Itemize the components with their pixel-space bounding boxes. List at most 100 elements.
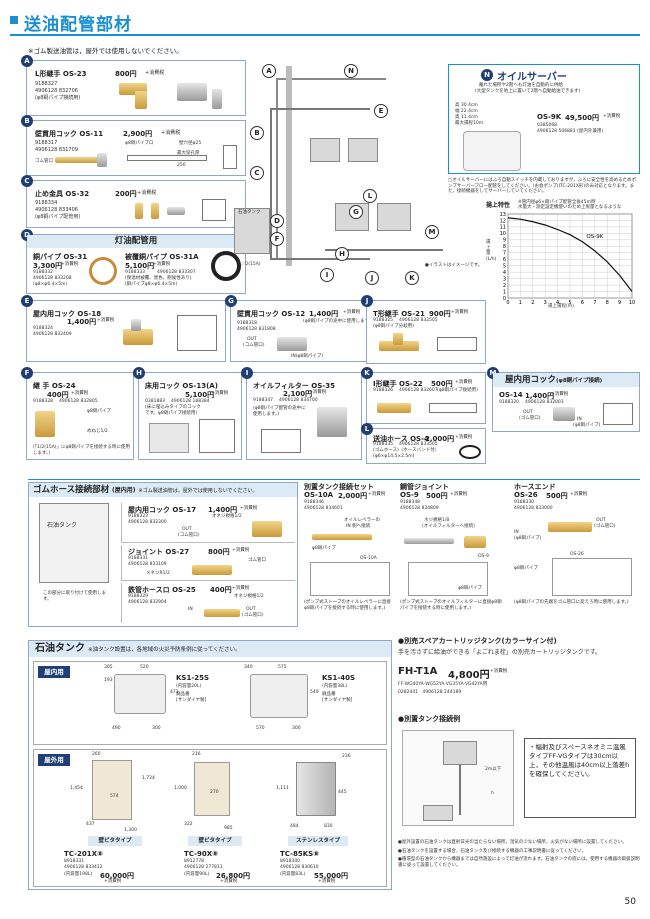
joint-code2: 4906128 834809	[400, 506, 439, 511]
outdoor-2-cap: (内容量83L)	[280, 872, 306, 877]
sep-set-callout: OS-10A	[360, 556, 377, 561]
clamp-drawing	[202, 199, 226, 221]
hose-section-header-bg: ゴムホース接続部材 (屋内用) ※ゴム製送油管は，屋外では使用しないでください。	[29, 483, 297, 497]
item-f-code2: 4906128 832805	[59, 399, 98, 404]
item-n-dim-2: 奥 11.4cm	[455, 115, 478, 120]
example-label-2m: 2m以下	[485, 767, 502, 772]
joint-image	[464, 536, 486, 548]
outdoor-2-tax: +消費税	[318, 879, 336, 884]
item-n-card: N オイルサーバー 離れた場所や2階へも灯油を自動的に供給 (大型タンクを地上に…	[448, 64, 640, 174]
hose-end-name: OS-26	[514, 491, 538, 499]
item-c-code2: 4906128 833406	[35, 207, 78, 213]
hose-cock-image	[252, 521, 282, 537]
wall-cock-g-image	[277, 337, 307, 351]
indoor-1-name: KS1-40S	[322, 674, 356, 682]
item-g-name: 壁貫用コック OS-12	[237, 310, 306, 318]
chart-ytick-12: 12	[500, 218, 506, 224]
note-1: ●石油タンクを設置する場合，石油タンク及び接続する機器の工事説明書に従ってくださ…	[398, 848, 587, 854]
item-c-note: (φ8銅パイプ配管用)	[35, 214, 81, 220]
item-g-out: OUT	[247, 337, 257, 342]
joint-callout: OS-9	[478, 554, 489, 559]
item-f-note3: めねじ1/2	[87, 429, 108, 434]
item-b-dim1: φ8銅パイプ口	[125, 141, 154, 146]
chart-grid	[507, 213, 633, 299]
hose-coil-image	[459, 445, 481, 459]
hose-item-0-code2: 4906128 832300	[128, 520, 167, 525]
outdoor-0-tax: +消費税	[104, 879, 122, 884]
item-i-price: 2,100円	[283, 390, 313, 398]
joint-card: 鋼管ジョイント OS-9 500円 +消費税 9188348 4906128 8…	[398, 482, 508, 627]
example-tank	[443, 741, 477, 765]
item-g-out2: (コム管口)	[243, 343, 265, 348]
outdoor-1-code2: 4906128 277811	[184, 865, 223, 870]
indoor-label: 屋内用	[38, 666, 70, 678]
outdoor-1-code1: 8912778	[184, 859, 205, 864]
hose-item-2: 鉄管ホースロ OS-25 400円 +消費税 9188329 4906128 8…	[121, 583, 295, 623]
hose-end-card: ホースエンド OS-26 500円 +消費税 9188330 4906128 8…	[512, 482, 640, 627]
hose-end-note2: (φ8銅パイプ)	[514, 536, 542, 541]
tank-section-card: 石油タンク ※油タンク設置は，各地域の火災予防条例に従ってください。 屋内用 3…	[28, 640, 392, 890]
floor-cock-drawing	[199, 419, 235, 453]
sep-set-tax: +消費税	[368, 492, 386, 497]
item-g-badge: G	[225, 295, 237, 307]
indoor-0-spec1: (内容量20L)	[176, 684, 202, 689]
sep-set-drawing	[310, 562, 390, 596]
item-d-left-note: (φ8×φ6.4×5m)	[33, 282, 68, 287]
item-l-card: L 送油ホース OS-4 2,000円 +消費税 9188335 4906128…	[361, 423, 486, 464]
outdoor-tank-group: 屋外用 260 1,454 1,724 574 437 1,300 壁ピタタイプ…	[33, 749, 387, 887]
chart-xtick-5: 5	[568, 300, 571, 306]
outdoor-0-d1: 260	[92, 752, 101, 757]
hose-item-2-note1: オネジ規格1/2	[234, 594, 264, 599]
item-d-card: D 灯油配管用 銅パイプ OS-31 3,300円 +消費税 9188332 4…	[21, 229, 246, 294]
tank-section-header-bg: 石油タンク ※油タンク設置は，各地域の火災予防条例に従ってください。	[29, 641, 391, 657]
clamp-bracket	[167, 207, 185, 215]
indoor-1-spec3: [サンダイヤ製]	[322, 698, 353, 703]
joint-note2: (オイルフィルターへ接続)	[422, 524, 475, 529]
image-note: ●イラストはイメージです。	[425, 263, 483, 268]
diagram-marker-d: D	[270, 214, 284, 228]
hose-item-1-code2: 4906128 833109	[128, 562, 167, 567]
item-i-code1: 9188347	[253, 398, 274, 403]
joint-drawing	[408, 562, 488, 596]
hose-item-0-note2: OUT	[182, 527, 192, 532]
hose-end-header: ホースエンド	[514, 483, 556, 491]
example-label-h: h	[491, 791, 494, 796]
outdoor-label: 屋外用	[38, 754, 70, 766]
item-k-note: (φ8銅パイプ接続用)	[437, 388, 478, 393]
item-n-sub1: 離れた場所や2階へも灯油を自動的に供給	[479, 83, 563, 88]
indoor-0-name: KS1-25S	[176, 674, 210, 682]
oil-server-image	[463, 131, 521, 171]
item-d-left-code1: 9188332	[33, 270, 54, 275]
item-l-code2: 4906128 833505	[399, 442, 438, 447]
item-g-code1: 9188318	[237, 321, 258, 326]
item-f-name: 継 手 OS-24	[33, 382, 76, 390]
item-j-name: T形継手 OS-21	[373, 310, 425, 318]
diagram-oil-tank	[234, 208, 270, 254]
sep-set-code2: 4906128 834601	[304, 506, 343, 511]
outdoor-2-name: TC-85KS⑧	[280, 850, 320, 858]
chart-subtitle2: 水量大・測定設定機使いのため上限量となるような	[518, 205, 622, 210]
chart-xtick-9: 9	[618, 300, 621, 306]
item-l-name: 送油ホース OS-4	[373, 435, 429, 443]
item-l-code1: 9188335	[373, 442, 394, 447]
item-j-code1: 9188325	[373, 318, 394, 323]
example-note: ・幅射及びスペースネオミニ温風タイプFF-VGタイプは30cm以上，その他温風は…	[524, 738, 636, 818]
item-g-price: 1,400円	[309, 310, 339, 318]
item-a-tax: +消費税	[145, 70, 165, 76]
hose-section-rule	[28, 479, 640, 480]
item-m-card: M 屋内用コック(φ8銅パイプ接続) OS-14 1,400円 +消費税 918…	[487, 367, 640, 432]
hose-section-header: ゴムホース接続部材	[33, 485, 110, 495]
item-d-right-note2: (銅パイプφ8×φ6.4×5m)	[125, 282, 178, 287]
heater-unit-2	[348, 138, 378, 162]
outdoor-2-d1: 236	[342, 754, 351, 759]
item-l-note2: (φ6×φ14.5×2.5m)	[373, 454, 415, 459]
item-m-code1: 9188320	[499, 400, 520, 405]
hose-item-1-name: ジョイント OS-27	[128, 548, 190, 556]
outdoor-tank-2-image	[296, 762, 336, 816]
hose-item-0-name: 屋内用コック OS-17	[128, 506, 197, 514]
chart-xtick-8: 8	[606, 300, 609, 306]
chart-ytick-11: 11	[500, 225, 506, 231]
diagram-marker-c: C	[250, 166, 264, 180]
